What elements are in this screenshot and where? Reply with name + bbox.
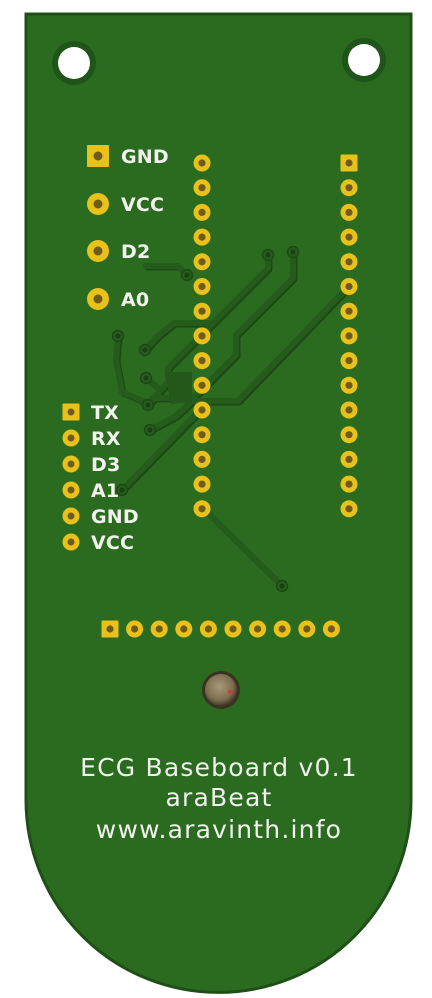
mcu-right-pad-icon <box>340 278 358 295</box>
bottom-header-pad-icon <box>199 620 217 638</box>
mcu-left-pad-icon <box>193 327 211 345</box>
label-gnd-side: GND <box>91 506 139 528</box>
bottom-header-pad-icon <box>101 620 119 638</box>
mcu-left-pad-icon <box>193 450 211 468</box>
bottom-header-pad-icon <box>322 620 340 638</box>
mcu-right-pad-icon <box>340 228 358 246</box>
mount-hole-icon <box>52 41 96 85</box>
mcu-left-pad-icon <box>193 228 211 246</box>
mcu-left-pad-icon <box>193 179 211 197</box>
board-outline <box>24 12 413 994</box>
label-a0: A0 <box>121 289 149 311</box>
mcu-left-pad-icon <box>193 302 211 320</box>
label-rx: RX <box>91 428 121 450</box>
mcu-left-pad-icon <box>193 278 211 295</box>
led-icon <box>202 671 240 709</box>
bottom-header-pad-icon <box>126 620 144 638</box>
bottom-header-pad-icon <box>298 620 316 638</box>
mcu-left-pad-icon <box>193 203 211 221</box>
mcu-right-pad-icon <box>340 426 358 444</box>
label-d2: D2 <box>121 241 150 263</box>
via-icon <box>139 371 153 385</box>
mcu-left-pad-icon <box>193 500 211 518</box>
mcu-right-pad-icon <box>340 302 358 320</box>
via-icon <box>141 398 155 412</box>
bottom-header-pad-icon <box>150 620 168 638</box>
mcu-left-pad-icon <box>193 475 211 493</box>
bottom-header-pad-icon <box>175 620 193 638</box>
top-header-pad-icon <box>87 288 109 310</box>
mcu-left-pad-icon <box>193 426 211 444</box>
bottom-header-pad-icon <box>224 620 242 638</box>
side-header-pad-icon <box>62 507 80 525</box>
via-icon <box>286 245 300 259</box>
mcu-right-pad-icon <box>340 475 358 493</box>
via-icon <box>111 329 125 343</box>
side-header-pad-icon <box>62 533 80 551</box>
mcu-right-pad-icon <box>340 154 358 172</box>
copper-pour-region <box>166 372 192 404</box>
mcu-left-pad-icon <box>193 376 211 394</box>
top-header-pad-icon <box>87 240 109 262</box>
mcu-right-pad-icon <box>340 327 358 345</box>
board-website: www.aravinth.info <box>96 815 342 844</box>
side-header-pad-icon <box>62 429 80 447</box>
mcu-left-pad-icon <box>193 352 211 370</box>
trace-layer <box>113 249 352 591</box>
mcu-right-pad-icon <box>340 376 358 394</box>
label-tx: TX <box>91 402 119 424</box>
board-title: ECG Baseboard v0.1 <box>80 753 358 782</box>
label-d3: D3 <box>91 454 120 476</box>
via-icon <box>143 423 157 437</box>
mcu-right-pad-icon <box>340 401 358 419</box>
via-icon <box>275 579 289 593</box>
via-icon <box>180 268 194 282</box>
top-header-pad-icon <box>87 193 109 215</box>
label-gnd-top: GND <box>121 146 169 168</box>
mcu-left-pad-icon <box>193 253 211 271</box>
mcu-right-pad-icon <box>340 203 358 221</box>
mcu-right-pad-icon <box>340 253 358 271</box>
via-icon <box>261 248 275 262</box>
via-icon <box>138 343 152 357</box>
label-vcc-side: VCC <box>91 532 134 554</box>
mcu-right-pad-icon <box>340 500 358 518</box>
label-a1: A1 <box>91 480 119 502</box>
via-icon <box>115 483 129 497</box>
mcu-right-pad-icon <box>340 352 358 370</box>
bottom-header-pad-icon <box>249 620 267 638</box>
side-header-pad-icon <box>62 403 80 421</box>
mount-hole-icon <box>342 38 386 82</box>
bottom-header-pad-icon <box>273 620 291 638</box>
side-header-pad-icon <box>62 455 80 473</box>
mcu-left-pad-icon <box>193 154 211 172</box>
label-vcc-top: VCC <box>121 194 164 216</box>
mcu-left-pad-icon <box>193 401 211 419</box>
mcu-right-pad-icon <box>340 450 358 468</box>
mcu-right-pad-icon <box>340 179 358 197</box>
board-project-name: araBeat <box>166 783 273 812</box>
top-header-pad-icon <box>87 145 109 167</box>
side-header-pad-icon <box>62 481 80 499</box>
